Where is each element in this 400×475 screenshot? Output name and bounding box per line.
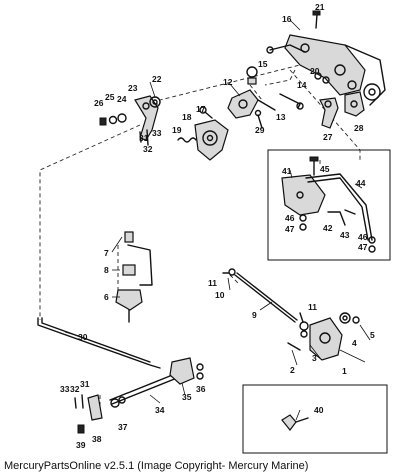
washer-20 — [314, 72, 330, 84]
screw-13 — [257, 93, 304, 111]
screw-29 — [254, 109, 263, 129]
spring-19 — [177, 137, 197, 143]
mount-6 — [115, 289, 143, 323]
nut-46-47 — [299, 214, 376, 253]
nut-24-25-26 — [99, 113, 127, 126]
callout-11: 11 — [208, 278, 217, 288]
callout-13: 13 — [276, 112, 286, 122]
lever-38 — [87, 394, 103, 421]
callout-3: 3 — [312, 353, 317, 363]
callout-31b: 31 — [80, 379, 90, 389]
callout-42: 42 — [323, 223, 333, 233]
spacer-8 — [122, 264, 136, 276]
callout-28: 28 — [354, 123, 364, 133]
callout-12: 12 — [223, 77, 233, 87]
callout-8: 8 — [104, 265, 109, 275]
callout-39: 39 — [76, 440, 86, 450]
callout-40: 40 — [314, 405, 324, 415]
clip-42-43 — [327, 209, 356, 226]
fitting-10-11 — [222, 268, 236, 276]
copyright-footer: MercuryPartsOnline v2.5.1 (Image Copyrig… — [4, 460, 309, 472]
throttle-bracket — [284, 34, 386, 106]
callout-4: 4 — [352, 338, 357, 348]
callout-33b: 33 — [60, 384, 70, 394]
callout-16: 16 — [282, 14, 292, 24]
cam-28 — [344, 91, 365, 117]
callout-27: 27 — [323, 132, 333, 142]
callout-35: 35 — [182, 392, 192, 402]
callout-47b: 47 — [358, 242, 368, 252]
callout-1: 1 — [342, 366, 347, 376]
callout-9: 9 — [252, 310, 257, 320]
link-rod-14 — [266, 44, 306, 54]
shift-rod-30 — [37, 317, 161, 369]
lever-27 — [319, 97, 339, 129]
callout-19: 19 — [172, 125, 182, 135]
callout-45: 45 — [320, 164, 330, 174]
callout-2: 2 — [290, 365, 295, 375]
callout-38: 38 — [92, 434, 102, 444]
callout-20: 20 — [310, 66, 320, 76]
callout-21: 21 — [315, 2, 325, 12]
screw-45 — [309, 156, 319, 176]
callout-47: 47 — [285, 224, 295, 234]
bracket-41 — [281, 174, 326, 216]
leader-lines — [64, 12, 371, 421]
callout-33: 33 — [152, 128, 162, 138]
callout-26: 26 — [94, 98, 104, 108]
callout-29: 29 — [255, 125, 265, 135]
inset-box-clip — [242, 384, 388, 454]
screw-21 — [312, 10, 321, 29]
cam-plate-1 — [309, 317, 343, 361]
callout-46: 46 — [285, 213, 295, 223]
callout-7: 7 — [104, 248, 109, 258]
washer-37 — [110, 396, 126, 408]
callout-41: 41 — [282, 166, 292, 176]
throttle-rod-44 — [305, 173, 373, 241]
nut-36 — [196, 363, 204, 380]
callout-32: 32 — [143, 144, 153, 154]
callout-14: 14 — [297, 80, 307, 90]
screw-15 — [246, 66, 258, 85]
callout-30: 30 — [78, 332, 88, 342]
callout-labels: 21 16 15 20 14 12 22 23 24 25 26 17 18 1… — [60, 2, 375, 450]
callout-46b: 46 — [358, 232, 368, 242]
callout-31: 31 — [139, 133, 149, 143]
callout-18: 18 — [182, 112, 192, 122]
callout-43: 43 — [340, 230, 350, 240]
callout-6: 6 — [104, 292, 109, 302]
callout-5: 5 — [370, 330, 375, 340]
washer-3 — [299, 321, 309, 338]
callout-10: 10 — [215, 290, 225, 300]
callout-25: 25 — [105, 92, 115, 102]
screw-39 — [77, 424, 85, 434]
callout-22: 22 — [152, 74, 162, 84]
washer-4-5 — [339, 312, 360, 324]
bracket-7 — [124, 231, 153, 286]
screw-2 — [287, 342, 301, 351]
callout-11b: 11 — [308, 302, 317, 312]
callout-24: 24 — [117, 94, 127, 104]
callout-17: 17 — [196, 104, 206, 114]
rod-9 — [234, 272, 298, 323]
callout-32b: 32 — [70, 384, 80, 394]
callout-34: 34 — [155, 405, 165, 415]
callout-37: 37 — [118, 422, 128, 432]
lever-35 — [169, 357, 195, 385]
screw-11b — [299, 312, 304, 323]
callout-15: 15 — [258, 59, 268, 69]
throttle-arm-12 — [227, 89, 259, 119]
callout-36: 36 — [196, 384, 206, 394]
screw-31-32-33 — [74, 394, 84, 409]
screw-17 — [199, 106, 213, 119]
inset-box-throttle-linkage — [267, 149, 391, 261]
callout-23: 23 — [128, 83, 138, 93]
clip-40 — [281, 414, 309, 431]
idle-lever-18 — [194, 119, 229, 161]
callout-44: 44 — [356, 178, 366, 188]
screw-32-33 — [139, 129, 149, 146]
